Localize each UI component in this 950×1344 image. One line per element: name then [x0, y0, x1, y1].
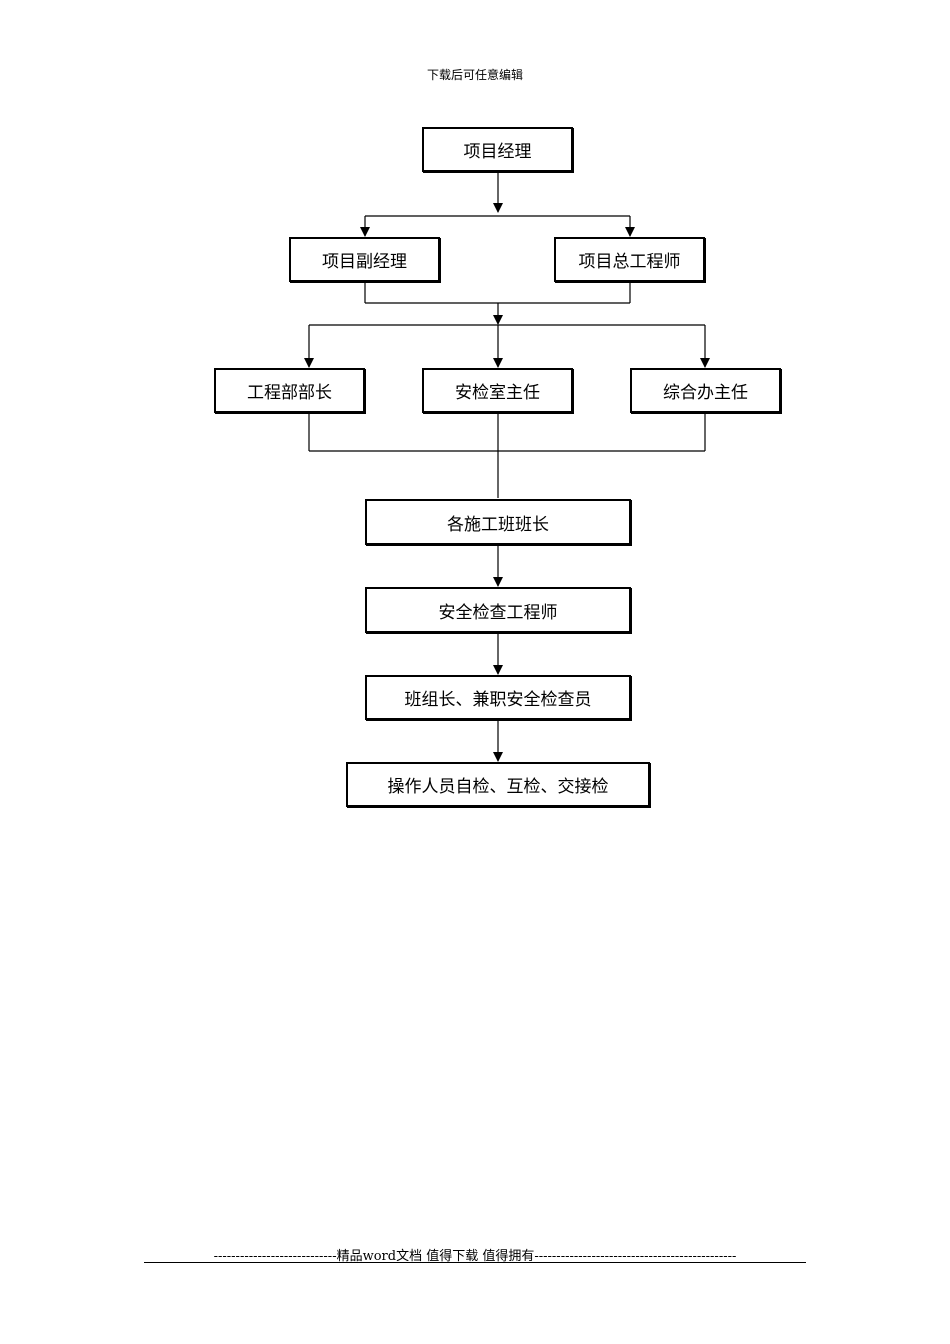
header-note: 下载后可任意编辑: [426, 68, 523, 82]
deputy-manager-box: 项目副经理: [289, 237, 440, 282]
team-leaders-box: 各施工班班长: [365, 499, 631, 545]
safety-inspector-box: 安全检查工程师: [365, 587, 631, 633]
group-leaders-box: 班组长、兼职安全检查员: [365, 675, 631, 720]
safety-office-head-box: 安检室主任: [422, 368, 573, 413]
general-office-head-box: 综合办主任: [630, 368, 781, 413]
project-manager-box: 项目经理: [422, 127, 573, 172]
engineering-head-box: 工程部部长: [214, 368, 365, 413]
workers-check-box: 操作人员自检、互检、交接检: [346, 762, 650, 807]
footer-rule: [144, 1262, 806, 1263]
chief-engineer-box: 项目总工程师: [554, 237, 705, 282]
footer-text: ----------------------------精品word文档 值得下…: [213, 1249, 737, 1264]
